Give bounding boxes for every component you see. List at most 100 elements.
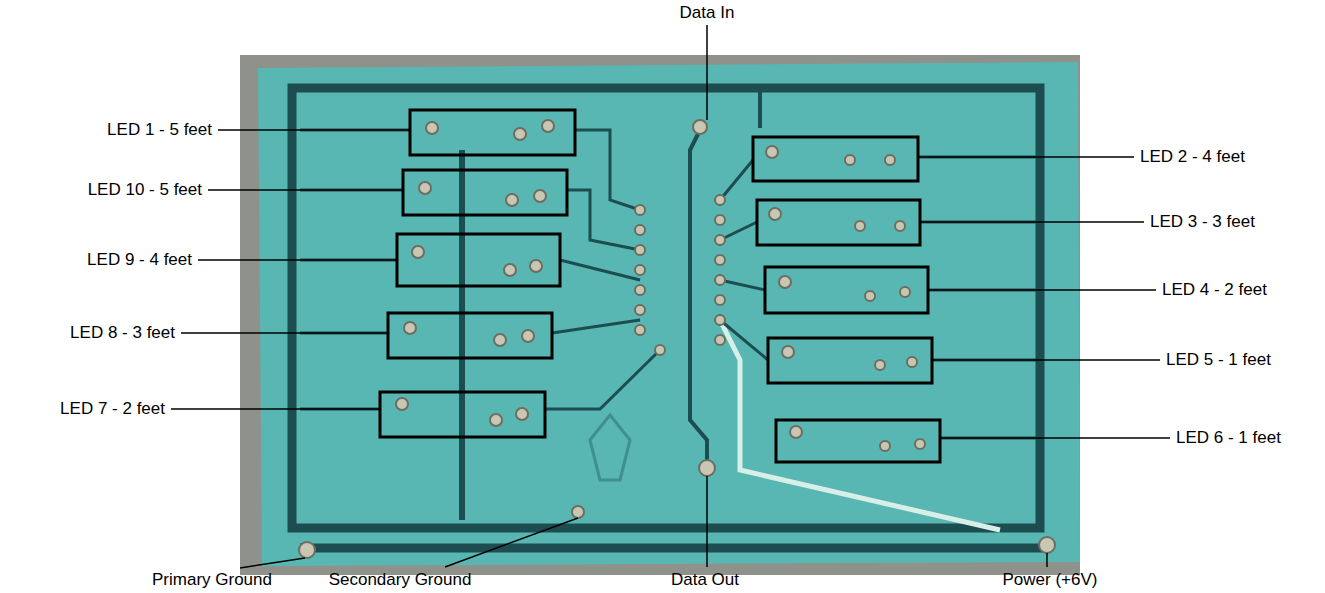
solder-pads (900, 287, 910, 297)
circuit-board (258, 62, 1080, 566)
circuit-board (300, 544, 1050, 553)
circuit-board (459, 150, 465, 520)
leader-line (706, 25, 708, 120)
solder-pads (516, 408, 528, 420)
signal-label: Primary Ground (152, 570, 272, 590)
solder-pads (845, 155, 855, 165)
circuit-board (720, 280, 765, 290)
solder-pads (419, 182, 431, 194)
solder-pads (635, 205, 645, 215)
circuit-board (758, 92, 762, 128)
circuit-board (292, 88, 1040, 528)
leader-line (198, 259, 397, 261)
solder-pads (875, 360, 885, 370)
leader-line (940, 437, 1170, 439)
circuit-board (567, 190, 640, 250)
solder-pads (895, 221, 905, 231)
solder-pads (299, 120, 1055, 558)
circuit-board (258, 62, 1080, 566)
leader-line (928, 289, 1156, 291)
solder-pads (404, 322, 416, 334)
circuit-board (720, 160, 753, 200)
solder-pads (766, 146, 778, 158)
signal-label: Data Out (671, 570, 739, 590)
led-outline (397, 234, 560, 286)
circuit-board (552, 320, 640, 333)
solder-pads (880, 441, 890, 451)
leader-line (240, 558, 305, 568)
photo-ground (240, 55, 1080, 575)
led-outline (380, 110, 940, 462)
circuit-board (720, 320, 768, 360)
solder-pads (635, 245, 645, 255)
led-outline (410, 110, 575, 155)
solder-pads (715, 215, 725, 225)
circuit-board (545, 350, 660, 409)
photo-ground (240, 55, 1080, 575)
solder-pads (504, 264, 516, 276)
leader-line (171, 408, 380, 410)
solder-pads (855, 221, 865, 231)
led-label: LED 6 - 1 feet (1176, 428, 1281, 448)
leader-line (445, 518, 578, 567)
circuit-board (575, 130, 640, 210)
solder-pads (655, 345, 665, 355)
led-label: LED 5 - 1 feet (1166, 350, 1271, 370)
led-label: LED 2 - 4 feet (1140, 147, 1245, 167)
solder-pads (769, 208, 781, 220)
solder-pads (635, 285, 645, 295)
leader-line (218, 129, 410, 131)
leader-line (208, 189, 403, 191)
solder-pads (635, 225, 645, 235)
led-outline (768, 338, 932, 383)
solder-pads (907, 357, 917, 367)
solder-pads (494, 334, 506, 346)
solder-pads (635, 265, 645, 275)
solder-pads (299, 542, 315, 558)
solder-pads (506, 194, 518, 206)
solder-pads (534, 190, 546, 202)
solder-pads (779, 276, 791, 288)
leader-line (171, 25, 1170, 568)
solder-pads (522, 330, 534, 342)
solder-pads (915, 439, 925, 449)
solder-pads (412, 246, 424, 258)
led-outline (403, 170, 567, 215)
solder-pads (715, 295, 725, 305)
solder-pads (396, 398, 408, 410)
solder-pads (790, 426, 802, 438)
solder-pads (885, 155, 895, 165)
signal-label: Secondary Ground (329, 570, 472, 590)
led-outline (388, 313, 552, 358)
led-outline (765, 267, 928, 313)
leader-line (932, 359, 1160, 361)
solder-pads (542, 120, 554, 132)
led-label: LED 8 - 3 feet (70, 323, 175, 343)
circuit-board (720, 222, 757, 240)
solder-pads (1039, 537, 1055, 553)
led-outline (757, 200, 920, 245)
solder-pads (426, 122, 438, 134)
led-label: LED 7 - 2 feet (60, 399, 165, 419)
solder-pads (715, 195, 725, 205)
solder-pads (715, 275, 725, 285)
circuit-board (720, 320, 1000, 530)
leader-line (706, 476, 708, 567)
leader-line (918, 156, 1134, 158)
signal-label: Data In (680, 3, 735, 23)
led-label: LED 10 - 5 feet (88, 180, 202, 200)
leader-line (920, 221, 1144, 223)
signal-label: Power (+6V) (1003, 570, 1098, 590)
solder-pads (530, 260, 542, 272)
solder-pads (693, 120, 707, 134)
solder-pads (715, 315, 725, 325)
solder-pads (572, 506, 584, 518)
circuit-board (560, 260, 640, 280)
led-label: LED 3 - 3 feet (1150, 212, 1255, 232)
leader-line (1046, 553, 1048, 567)
solder-pads (715, 335, 725, 345)
solder-pads (715, 235, 725, 245)
solder-pads (699, 460, 715, 476)
